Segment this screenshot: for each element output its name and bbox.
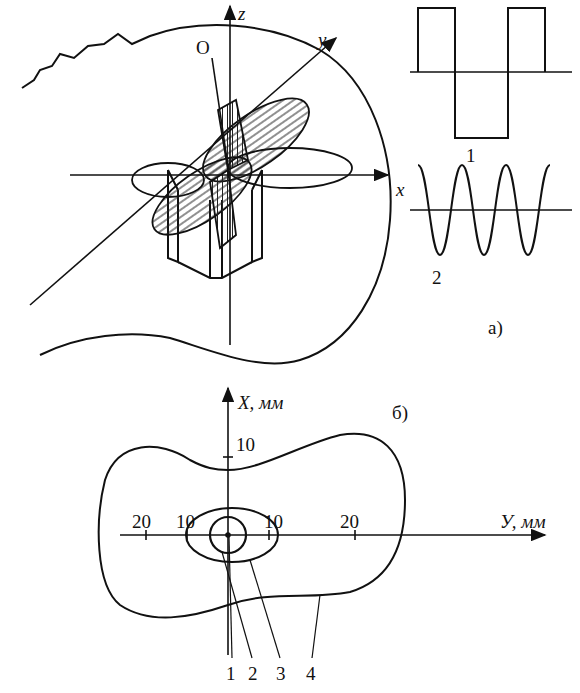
axis-label: 10	[236, 435, 255, 454]
axis-label: 10	[264, 512, 283, 531]
panel-label: а)	[488, 318, 503, 337]
axis-label: X, мм	[238, 393, 283, 412]
axis-label: O	[196, 38, 210, 57]
callout-number: 4	[306, 664, 316, 683]
callout-number: 1	[466, 146, 476, 165]
axis-label: z	[238, 4, 245, 23]
callout-number: 2	[432, 268, 442, 287]
axis-label: 20	[340, 512, 359, 531]
callout-number: 2	[248, 664, 258, 683]
axis-label: y	[318, 30, 326, 49]
axis-label: x	[396, 180, 404, 199]
callout-number: 1	[226, 664, 236, 683]
callout-number: 3	[276, 664, 286, 683]
panel-label: б)	[392, 403, 408, 422]
axis-label: У, мм	[500, 512, 546, 531]
axis-label: 20	[132, 512, 151, 531]
axis-label: 10	[176, 512, 195, 531]
